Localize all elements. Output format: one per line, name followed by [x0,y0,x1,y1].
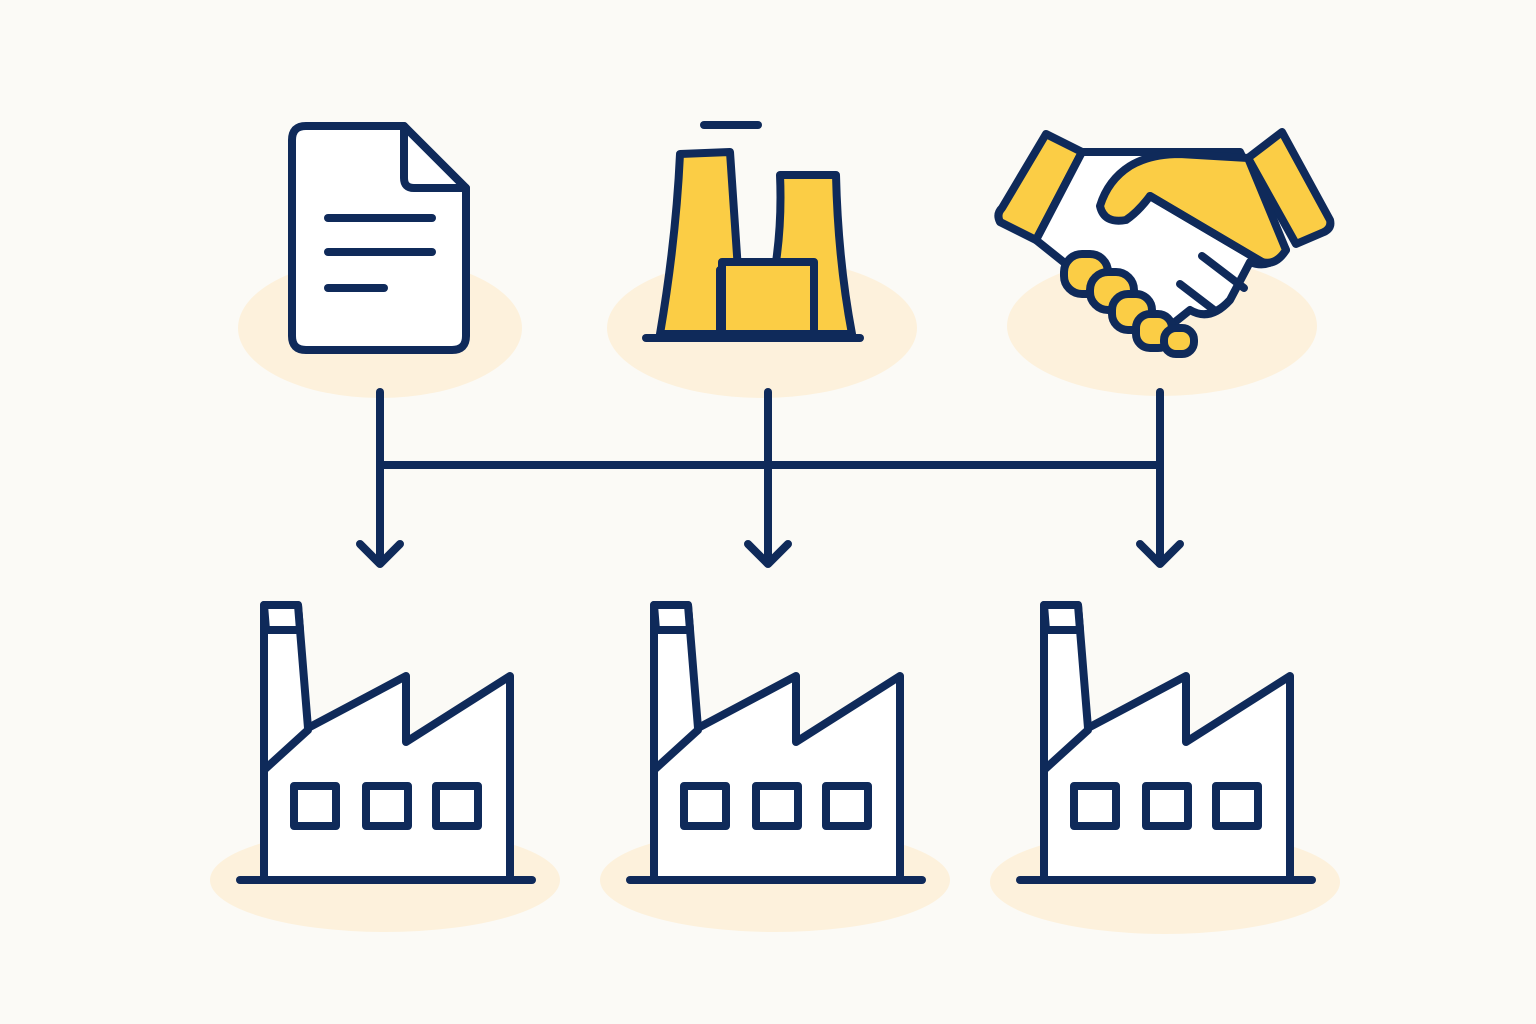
handshake-icon [994,128,1335,358]
factory-icon-1 [236,601,536,884]
connector-bus [356,388,1184,568]
arrow-head-1 [356,540,404,568]
document-icon [288,122,470,354]
factory-icon-2 [626,601,926,884]
industrial-plant-icon [642,121,864,342]
arrow-head-3 [1136,540,1184,568]
factory-icon-3 [1016,601,1316,884]
arrow-head-2 [744,540,792,568]
